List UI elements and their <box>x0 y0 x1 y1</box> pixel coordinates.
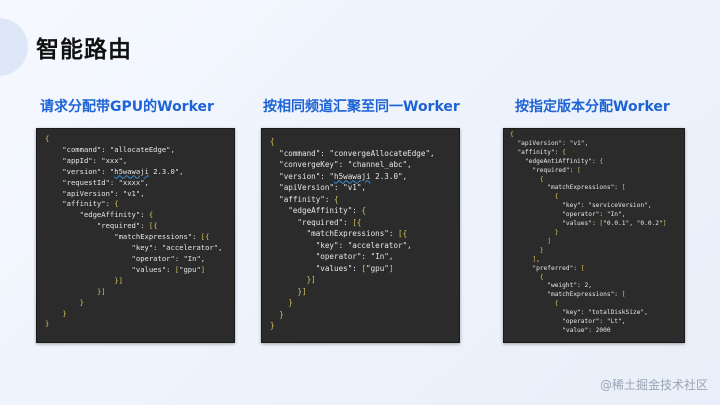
code-block-converge: { "command": "convergeAllocateEdge", "co… <box>270 137 435 330</box>
code-block-gpu: { "command": "allocateEdge", "appId": "x… <box>45 134 223 329</box>
code-panel-gpu: { "command": "allocateEdge", "appId": "x… <box>36 128 235 343</box>
code-block-version: { "apiVersion": "v1", "affinity": { "edg… <box>510 131 667 334</box>
column-heading-gpu: 请求分配带GPU的Worker <box>40 99 214 115</box>
page-title: 智能路由 <box>36 37 132 63</box>
column-heading-converge: 按相同频道汇聚至同一Worker <box>263 99 460 115</box>
watermark: @稀土掘金技术社区 <box>599 378 708 392</box>
code-panel-version: { "apiVersion": "v1", "affinity": { "edg… <box>503 128 685 343</box>
code-panel-converge: { "command": "convergeAllocateEdge", "co… <box>261 128 460 343</box>
column-heading-version: 按指定版本分配Worker <box>515 99 670 115</box>
decorative-circle <box>0 18 28 76</box>
